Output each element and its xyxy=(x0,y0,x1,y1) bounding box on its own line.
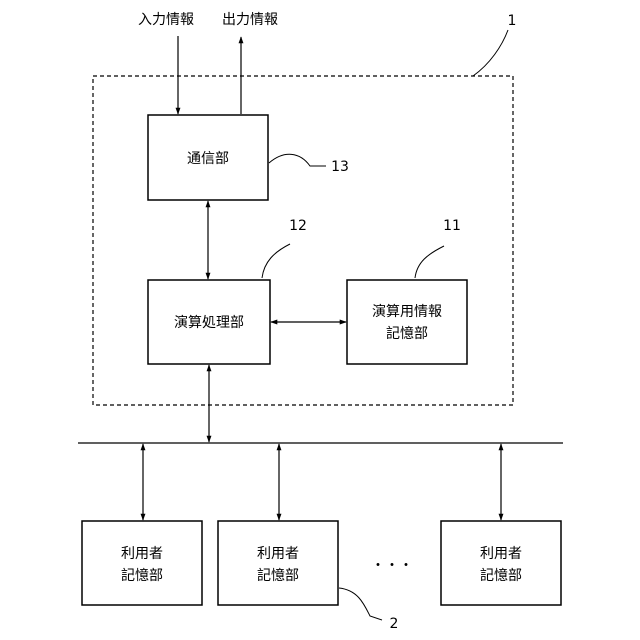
comm-unit-label: 通信部 xyxy=(187,151,229,167)
calc-storage-ref-number: 11 xyxy=(443,218,461,234)
user-storage-label-line2: 記憶部 xyxy=(257,567,299,584)
user-storage-label-line2: 記憶部 xyxy=(121,567,163,584)
processing-unit-label: 演算処理部 xyxy=(174,315,244,331)
user-storage-ref-leader xyxy=(339,588,382,620)
processing-unit-ref-leader xyxy=(262,244,290,278)
user-storage-label-line1: 利用者 xyxy=(480,546,522,562)
calc-storage-box xyxy=(347,280,467,364)
user-storage-ref-number: 2 xyxy=(390,616,399,632)
user-storage-label-line1: 利用者 xyxy=(121,546,163,562)
input-info-label: 入力情報 xyxy=(138,12,194,28)
user-storage-label-line2: 記憶部 xyxy=(480,567,522,584)
comm-unit-ref-number: 13 xyxy=(331,159,349,175)
device-ref-leader xyxy=(473,30,508,76)
user-storage-box xyxy=(441,521,561,605)
user-storage-label-line1: 利用者 xyxy=(257,546,299,562)
comm-unit-ref-leader xyxy=(269,154,326,166)
device-ref-number: 1 xyxy=(508,13,517,29)
processing-unit-ref-number: 12 xyxy=(289,218,307,234)
user-storage-box xyxy=(82,521,202,605)
calc-storage-label-line2: 記憶部 xyxy=(386,325,428,342)
calc-storage-label-line1: 演算用情報 xyxy=(372,304,442,320)
calc-storage-ref-leader xyxy=(415,246,444,278)
user-storage-box xyxy=(218,521,338,605)
output-info-label: 出力情報 xyxy=(222,12,278,28)
ellipsis: ・・・ xyxy=(371,558,413,574)
